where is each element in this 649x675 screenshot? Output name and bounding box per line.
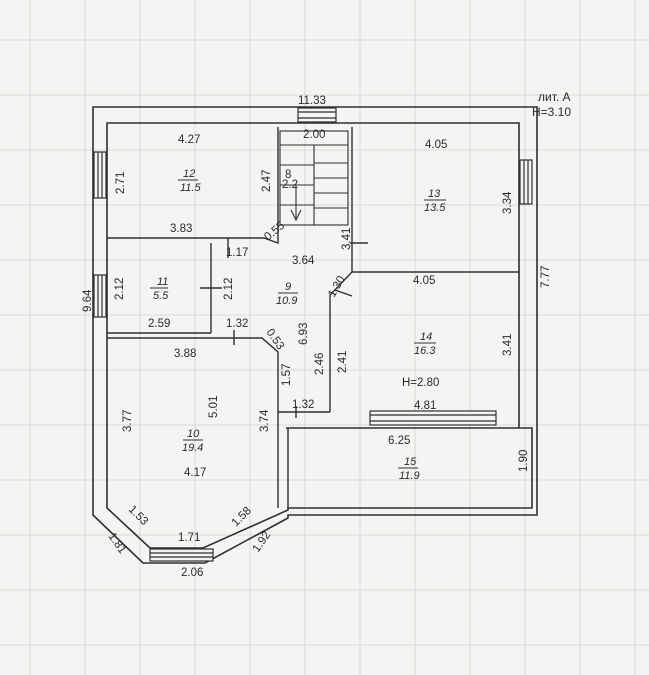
room-14-number: 14 bbox=[420, 331, 432, 343]
dim-r13-left: 3.41 bbox=[341, 228, 353, 250]
interior-walls bbox=[107, 127, 519, 508]
dim-r15-right: 1.90 bbox=[518, 450, 530, 472]
stair-area: 2.2 bbox=[282, 179, 298, 191]
room-11-area: 5.5 bbox=[153, 290, 169, 302]
dim-r14-bottom: 4.81 bbox=[414, 400, 436, 412]
dim-r15-top: 6.25 bbox=[388, 435, 410, 447]
dim-r9-long: 6.93 bbox=[298, 323, 310, 345]
dim-r14-top: 4.05 bbox=[413, 275, 435, 287]
room-13-area: 13.5 bbox=[424, 202, 446, 214]
dim-r10-top: 3.88 bbox=[174, 348, 196, 360]
dim-r10-mid: 4.17 bbox=[184, 467, 206, 479]
dim-r14-left1: 2.46 bbox=[314, 353, 326, 375]
dim-out-bottom: 2.06 bbox=[181, 567, 203, 579]
dim-r9-top: 3.64 bbox=[292, 255, 315, 267]
room-12a-number: 12 bbox=[183, 168, 195, 180]
stair-mark: 8 bbox=[285, 169, 291, 181]
dim-r13-top: 4.05 bbox=[425, 139, 447, 151]
dim-v157: 1.57 bbox=[281, 364, 293, 386]
room-14-area: 16.3 bbox=[414, 345, 436, 357]
dim-bay-left: 1.53 bbox=[126, 504, 150, 528]
room-9-area: 10.9 bbox=[276, 295, 297, 307]
dim-r12-left: 2.71 bbox=[115, 172, 127, 194]
room-15-area: 11.9 bbox=[399, 470, 420, 482]
room-10-area: 19.4 bbox=[182, 442, 203, 454]
room-12a-area: 11.5 bbox=[180, 182, 201, 194]
dim-r11-left: 2.12 bbox=[114, 278, 126, 300]
dim-r11-bottom: 2.59 bbox=[148, 318, 170, 330]
dim-r9-diag: 1.30 bbox=[326, 274, 348, 299]
doors bbox=[200, 238, 368, 418]
room-13-number: 13 bbox=[428, 188, 441, 200]
dim-r10-left: 3.77 bbox=[122, 410, 134, 432]
dim-out-right: 1.92 bbox=[251, 529, 274, 554]
dim-c2: 0.55 bbox=[262, 220, 287, 244]
dim-r10-diag: 5.01 bbox=[208, 396, 220, 418]
lit-label: лит. А bbox=[538, 90, 571, 104]
dim-h132: 1.32 bbox=[292, 399, 314, 411]
room-9-number: 9 bbox=[285, 281, 291, 293]
dim-r9-1: 1.32 bbox=[226, 318, 248, 330]
dim-right-overall: 7.77 bbox=[540, 266, 552, 288]
dim-r13-right: 3.34 bbox=[502, 191, 514, 214]
dim-r12-right: 2.47 bbox=[261, 170, 273, 192]
dim-r9-2: 0.53 bbox=[264, 327, 287, 352]
dim-r12-top: 4.27 bbox=[178, 134, 200, 146]
dim-stair-width: 2.00 bbox=[303, 129, 325, 141]
windows bbox=[93, 107, 533, 562]
room-15-number: 15 bbox=[404, 456, 417, 468]
dim-r14-left2: 2.41 bbox=[337, 351, 349, 373]
dim-bay-bottom: 1.71 bbox=[178, 532, 200, 544]
room-11-number: 11 bbox=[157, 276, 168, 288]
dim-r12-bottom: 3.83 bbox=[170, 223, 192, 235]
dim-r14-right: 3.41 bbox=[502, 334, 514, 356]
dim-c1: 1.17 bbox=[226, 247, 248, 259]
height-label: Н=3.10 bbox=[532, 105, 571, 119]
room-14-height: Н=2.80 bbox=[402, 377, 439, 389]
dim-r11-right: 2.12 bbox=[223, 278, 235, 300]
staircase bbox=[279, 130, 349, 226]
dim-top-overall: 11.33 bbox=[298, 95, 326, 107]
room-10-number: 10 bbox=[187, 428, 200, 440]
dim-r10-right: 3.74 bbox=[259, 409, 271, 432]
dim-left-overall: 9.64 bbox=[82, 289, 94, 312]
